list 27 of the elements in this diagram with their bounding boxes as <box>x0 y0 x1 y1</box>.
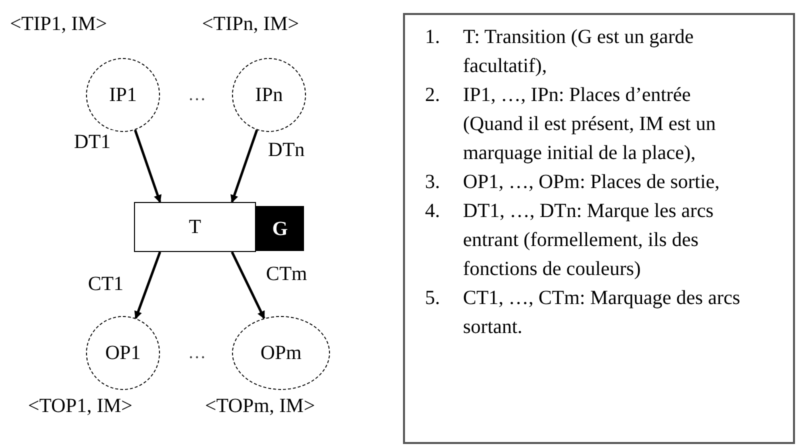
list-number: 2. <box>425 83 441 108</box>
ellipsis-label: … <box>188 341 206 364</box>
list-text: IP1, …, IPn: Places d’entrée (Quand il est présent, IM est un marquage initial de la place), <box>463 83 717 166</box>
list-number: 5. <box>425 286 441 311</box>
list-number: 3. <box>425 170 441 195</box>
place-circle: OPm <box>232 316 330 390</box>
list-text: CT1, …, CTm: Marquage des arcs sortant. <box>463 286 742 340</box>
arrow <box>134 252 162 320</box>
ellipsis-label: … <box>188 83 206 106</box>
place-annotation: <TOP1, IM> <box>28 394 132 418</box>
place-circle: IPn <box>232 58 306 132</box>
arrow <box>230 251 266 320</box>
list-text: T: Transition (G est un garde facultatif), <box>463 25 695 79</box>
guard-box: G <box>256 206 304 251</box>
place-annotation: <TIPn, IM> <box>202 12 300 36</box>
arrow <box>134 130 162 203</box>
place-annotation: <TIP1, IM> <box>10 12 108 36</box>
list-number: 1. <box>425 25 441 50</box>
legend-panel <box>403 13 795 444</box>
list-text: OP1, …, OPm: Places de sortie, <box>463 170 720 195</box>
transition-box: T <box>134 202 256 252</box>
list-text: DT1, …, DTn: Marque les arcs entrant (formellement, ils des fonctions de couleurs) <box>463 199 714 282</box>
place-annotation: <TOPm, IM> <box>205 394 315 418</box>
place-circle: OP1 <box>86 316 160 390</box>
place-circle: IP1 <box>86 58 160 132</box>
list-number: 4. <box>425 199 441 224</box>
arrow <box>230 130 258 203</box>
